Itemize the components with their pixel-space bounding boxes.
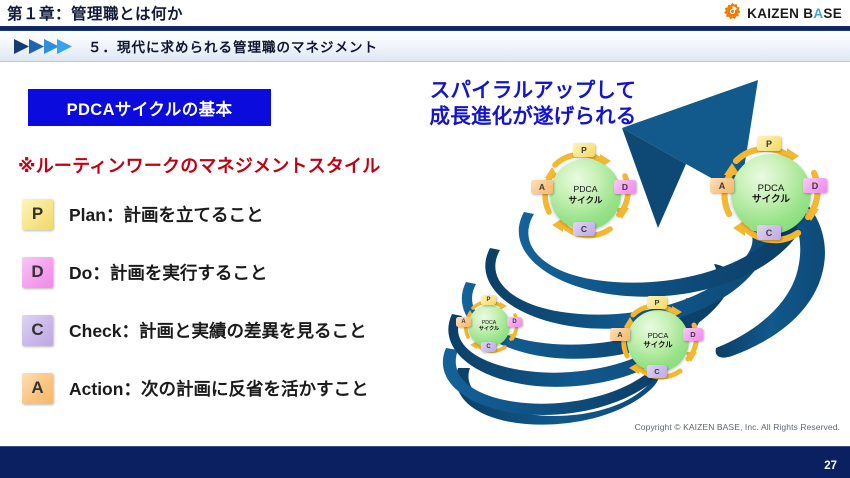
pdca-chip-action: A — [22, 372, 53, 404]
pdca-sphere-line2: サイクル — [568, 194, 603, 205]
routine-work-note: ※ルーティンワークのマネジメントスタイル — [18, 156, 381, 176]
kaizen-base-logo: KAIZEN BASE — [723, 1, 842, 26]
pdca-text-check: Check：計画と実績の差異を見ること — [69, 320, 367, 341]
page-number: 27 — [824, 460, 837, 472]
pdca-sphere-line1: PDCA — [481, 319, 497, 326]
pdca-sphere-line1: PDCA — [573, 184, 598, 195]
spiral-arrowhead — [622, 80, 758, 194]
cycle-chip-plan: P — [757, 136, 781, 151]
list-item: D Do：計画を実行すること — [22, 250, 492, 294]
pdca-sphere-line1: PDCA — [757, 182, 785, 194]
pdca-sphere-line1: PDCA — [647, 331, 669, 341]
pdca-sphere-line2: サイクル — [478, 326, 500, 332]
chapter-title-text: 第１章：管理職とは何か — [7, 6, 184, 23]
list-item: A Action：次の計画に反省を活かすこと — [22, 366, 492, 410]
cycle-chip-do: D — [803, 178, 827, 193]
logo-text-b: B — [803, 5, 814, 21]
pdca-chip-do: D — [22, 256, 53, 288]
spiral-coil-5 — [485, 230, 767, 329]
pdca-text-action: Action：次の計画に反省を活かすこと — [69, 378, 369, 399]
cycle-chip-action: A — [710, 178, 734, 193]
logo-text: KAIZEN BASE — [747, 7, 842, 21]
spiral-up-headline: スパイラルアップして 成長進化が遂げられる — [398, 78, 668, 130]
section-subtitle-text: ５．現代に求められる管理職のマネジメント — [88, 40, 378, 55]
pdca-cycle-medium-bottom-center: PDCA サイクル P D C A — [608, 296, 714, 384]
cycle-chip-plan: P — [647, 296, 667, 309]
logo-text-se: SE — [823, 5, 842, 21]
cycle-chip-action: A — [610, 328, 630, 341]
cycle-chip-plan: P — [573, 143, 595, 157]
logo-text-kaizen: KAIZEN — [747, 5, 800, 21]
pdca-chip-check: C — [22, 314, 53, 346]
section-subtitle-bar: ５．現代に求められる管理職のマネジメント — [0, 31, 850, 62]
cycle-chip-check: C — [647, 365, 667, 378]
pdca-cycle-largest-top-right: PDCA サイクル P D C A — [706, 136, 840, 248]
cycle-chip-action: A — [456, 317, 471, 327]
cycle-chip-check: C — [481, 342, 496, 352]
cycle-chip-check: C — [757, 225, 781, 240]
pdca-sphere: PDCA サイクル — [468, 305, 510, 347]
cycle-chip-check: C — [573, 222, 595, 236]
cycle-chip-do: D — [507, 317, 522, 327]
chapter-title-bar: 第１章：管理職とは何か — [0, 0, 850, 26]
cycle-chip-do: D — [614, 180, 636, 194]
pdca-text-do: Do：計画を実行すること — [69, 262, 268, 283]
cycle-chip-plan: P — [481, 295, 496, 305]
spiral-coil-2 — [442, 336, 676, 415]
pdca-cycle-large-top-left: PDCA サイクル P D C A — [528, 143, 648, 243]
spiral-coil-1 — [456, 360, 661, 425]
pdca-sphere: PDCA サイクル — [731, 154, 811, 234]
spiral-right-band — [715, 186, 825, 358]
list-item: P Plan：計画を立てること — [22, 192, 492, 236]
cycle-chip-action: A — [531, 180, 553, 194]
pdca-sphere: PDCA サイクル — [550, 159, 621, 230]
copyright-text: Copyright © KAIZEN BASE, Inc. All Rights… — [634, 422, 840, 432]
pdca-definition-list: P Plan：計画を立てること D Do：計画を実行すること C Check：計… — [22, 192, 492, 424]
spiral-up-headline-line2: 成長進化が遂げられる — [429, 105, 637, 129]
pdca-text-plan: Plan：計画を立てること — [69, 204, 264, 225]
pdca-basics-heading-text: PDCAサイクルの基本 — [66, 100, 233, 119]
footer-bar: 27 — [0, 446, 850, 478]
list-item: C Check：計画と実績の差異を見ること — [22, 308, 492, 352]
gear-sun-icon — [723, 1, 742, 26]
pdca-cycle-small-bottom-left: PDCA サイクル P D C A — [455, 295, 529, 357]
spiral-arrow-tail-fold — [622, 128, 686, 228]
pdca-sphere-line2: サイクル — [752, 194, 790, 205]
spiral-coil-6 — [518, 194, 809, 297]
pdca-sphere: PDCA サイクル — [627, 310, 689, 372]
logo-text-a: A — [813, 5, 824, 21]
chevron-triple-icon — [12, 38, 76, 55]
pdca-chip-plan: P — [22, 198, 53, 230]
cycle-arrows-icon — [621, 303, 699, 380]
spiral-up-headline-line1: スパイラルアップして — [429, 79, 637, 102]
pdca-basics-heading-box: PDCAサイクルの基本 — [28, 89, 271, 126]
cycle-chip-do: D — [683, 328, 703, 341]
pdca-sphere-line2: サイクル — [643, 340, 673, 349]
chapter-divider-rule — [0, 26, 850, 31]
